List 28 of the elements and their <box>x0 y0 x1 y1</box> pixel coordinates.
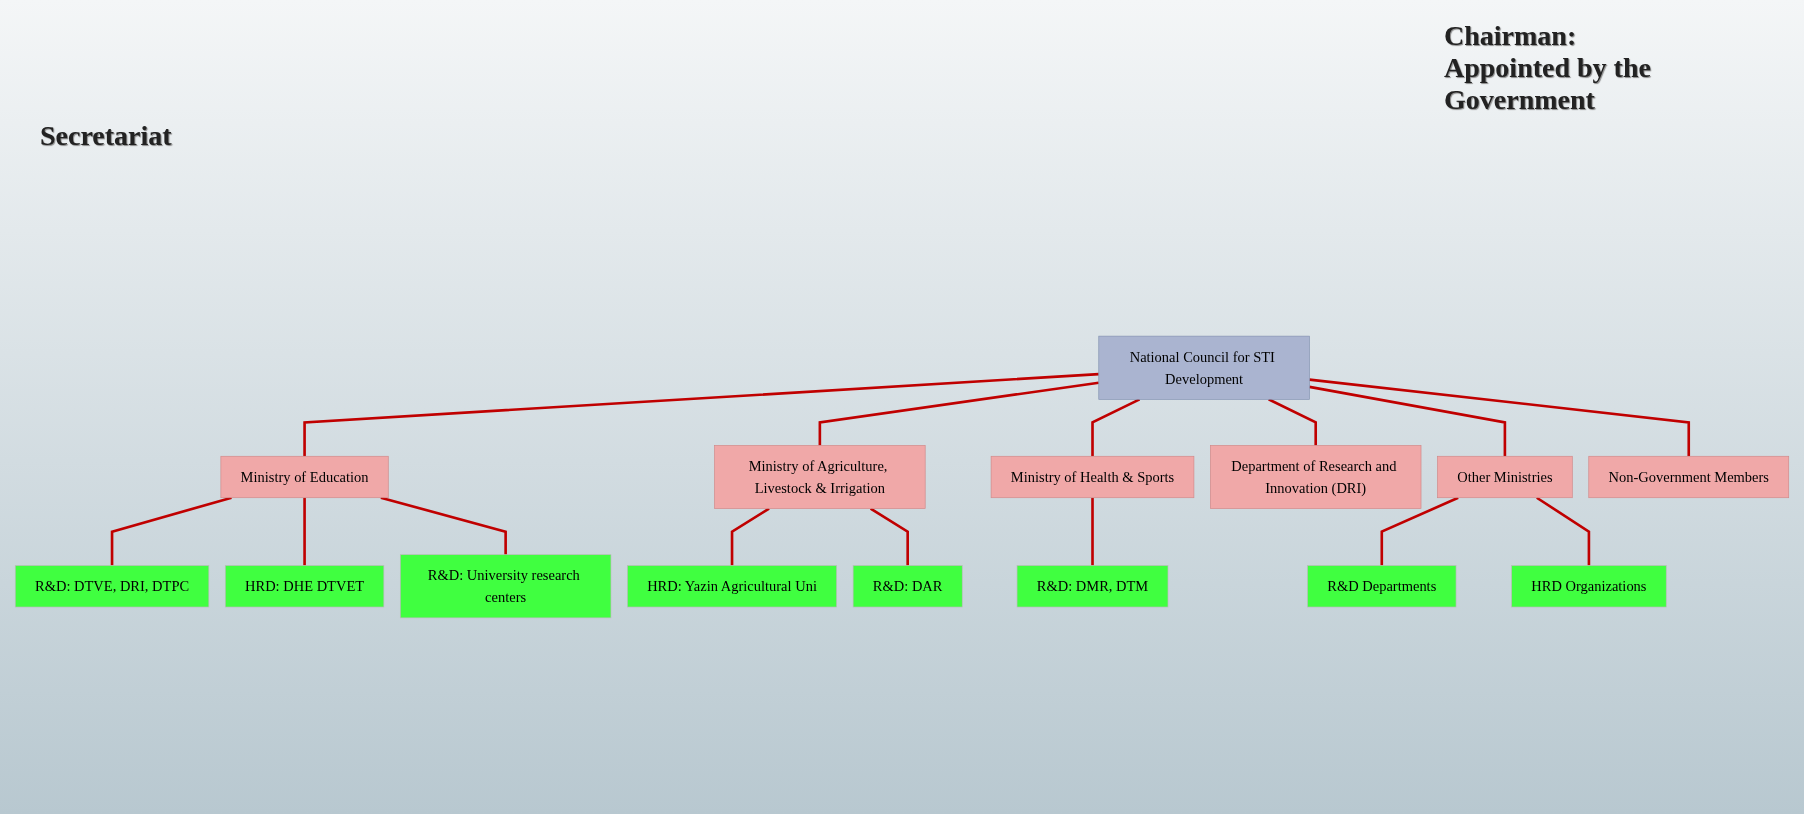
node-box: R&D: DAR <box>852 565 963 608</box>
connector <box>818 381 1099 446</box>
connector <box>1536 496 1591 566</box>
node-box: R&D: DTVE, DRI, DTPC <box>14 565 210 608</box>
connector <box>303 497 306 566</box>
note-text: Chairman: Appointed by the Government <box>1444 20 1652 116</box>
connector <box>1309 385 1507 457</box>
node-box: HRD Organizations <box>1511 565 1667 608</box>
node-box: R&D: DMR, DTM <box>1016 565 1169 608</box>
node-box: Other Ministries <box>1437 455 1573 499</box>
node-box: R&D: University research centers <box>400 554 612 619</box>
node-box: Ministry of Education <box>220 455 389 499</box>
node-box: HRD: Yazin Agricultural Uni <box>627 565 837 608</box>
note-text: Secretariat <box>40 120 173 152</box>
connector <box>1380 496 1459 566</box>
node-box: HRD: DHE DTVET <box>224 565 385 608</box>
node-box: Ministry of Health & Sports <box>990 455 1195 499</box>
node-box: R&D Departments <box>1307 565 1457 608</box>
node-box: Non-Government Members <box>1588 455 1790 499</box>
connector <box>1309 378 1691 457</box>
connector <box>303 372 1099 457</box>
connector <box>380 496 507 555</box>
node-box: National Council for STI Development <box>1098 335 1310 400</box>
connector <box>1091 497 1094 566</box>
node-box: Ministry of Agriculture, Livestock & Irrigation <box>714 445 926 509</box>
connector <box>110 496 232 566</box>
node-box: Department of Research and Innovation (DRI) <box>1210 445 1422 509</box>
connector <box>1268 398 1317 446</box>
